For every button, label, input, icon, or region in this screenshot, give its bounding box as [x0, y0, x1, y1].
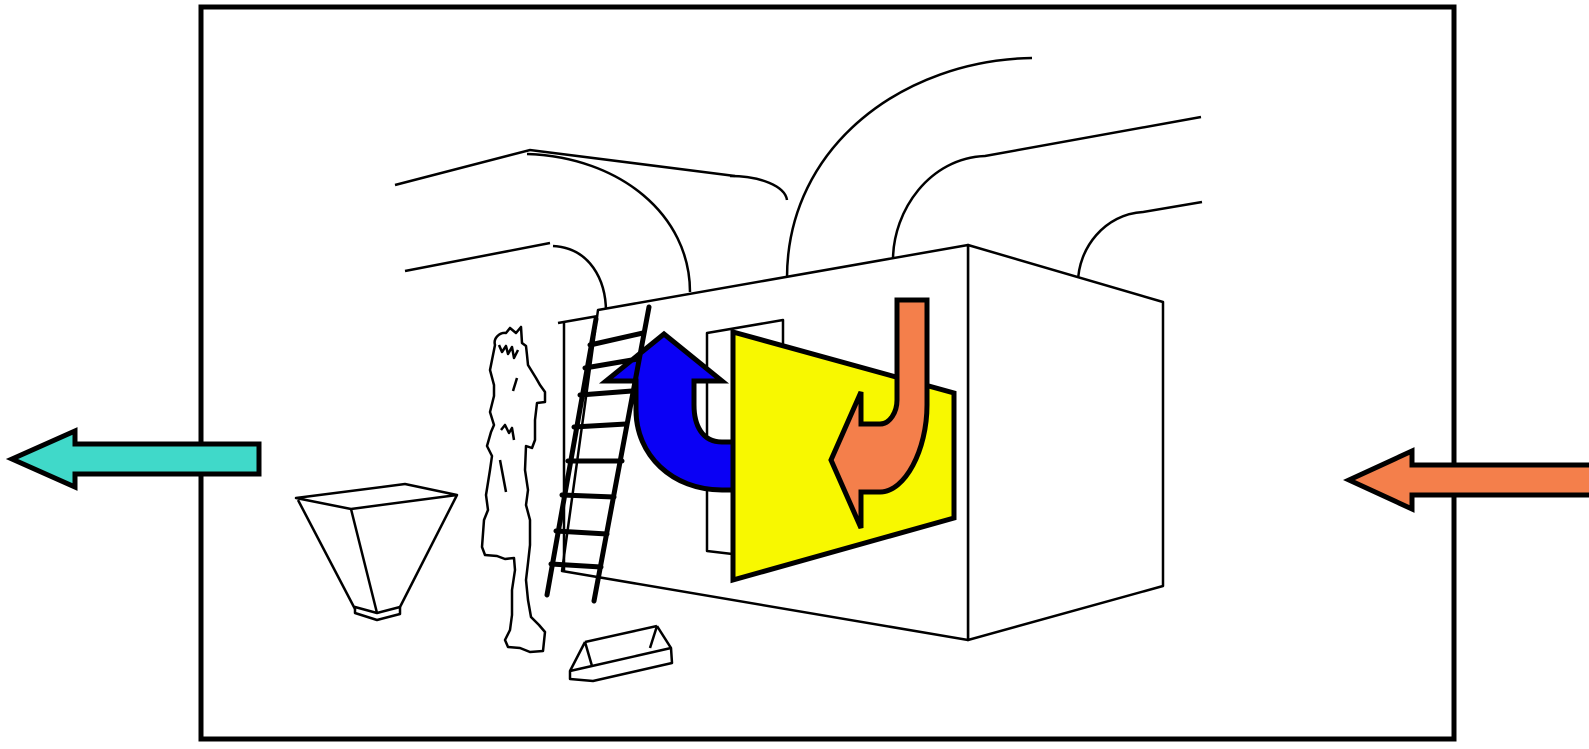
unit-side-face	[966, 243, 1165, 642]
exhaust-arrow	[5, 427, 262, 491]
duct-line	[526, 152, 692, 293]
room-boundary	[198, 4, 1457, 742]
tray	[568, 624, 674, 683]
duct-line	[394, 148, 736, 187]
duct-line	[552, 244, 608, 313]
technician-figure	[480, 325, 547, 654]
duct-line	[729, 174, 789, 201]
duct-line	[891, 115, 1202, 261]
ladder	[544, 304, 652, 604]
duct-lines	[394, 56, 1203, 313]
intake-arrow	[1343, 447, 1589, 513]
duct-line	[1076, 200, 1203, 284]
hopper	[294, 482, 459, 622]
supply-flow-arrow	[828, 297, 930, 530]
duct-line	[785, 56, 1033, 279]
duct-line	[404, 241, 551, 273]
